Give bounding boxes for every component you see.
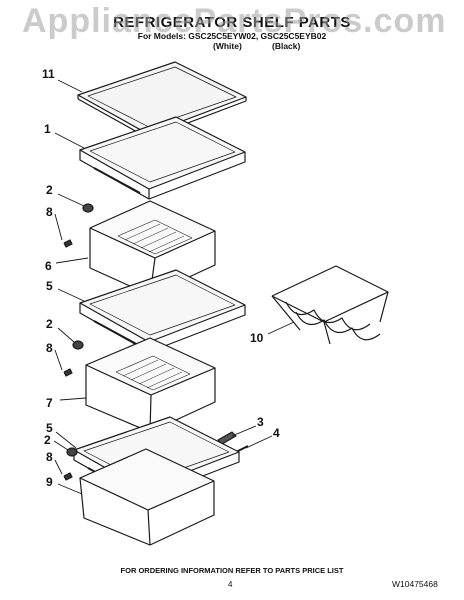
- callout-8-bottom: 8: [46, 450, 53, 464]
- crisper-drawer-lower: [85, 337, 216, 433]
- callout-4: 4: [273, 426, 280, 440]
- callout-6: 6: [45, 259, 52, 273]
- wine-rack: [271, 265, 389, 345]
- callout-5-bottom: 5: [46, 421, 53, 435]
- callout-3: 3: [257, 415, 264, 429]
- callout-9: 9: [46, 475, 53, 489]
- model-numbers: For Models: GSC25C5EYW02, GSC25C5EYB02: [137, 31, 327, 41]
- page-number: 4: [228, 580, 233, 589]
- diagram-title: REFRIGERATOR SHELF PARTS: [113, 14, 351, 31]
- roller-middle: [72, 340, 84, 350]
- callout-2-middle: 2: [46, 317, 53, 331]
- callout-8-upper: 8: [46, 205, 53, 219]
- callout-8-middle: 8: [46, 341, 53, 355]
- callout-10: 10: [250, 331, 264, 345]
- screw-upper: [63, 239, 73, 248]
- document-number: W10475468: [392, 579, 438, 589]
- callout-11: 11: [42, 67, 55, 81]
- roller-bottom: [66, 447, 78, 457]
- roller-upper: [82, 203, 94, 213]
- callout-1: 1: [44, 122, 51, 136]
- callout-5-middle: 5: [46, 279, 53, 293]
- callout-2-upper: 2: [46, 183, 53, 197]
- watermark-logo: AppliancePartsPros.com: [22, 2, 447, 40]
- ordering-note: FOR ORDERING INFORMATION REFER TO PARTS …: [120, 566, 344, 575]
- callout-7: 7: [46, 396, 53, 410]
- callout-2-bottom: 2: [44, 433, 51, 447]
- shelf-frame: [79, 116, 246, 200]
- color-black-label: (Black): [272, 41, 301, 51]
- leader-lines: [53, 79, 295, 495]
- color-white-label: (White): [213, 41, 242, 51]
- shelf-frame-middle: [79, 269, 246, 353]
- pan-drawer-bottom: [79, 448, 215, 546]
- screw-bottom: [63, 472, 73, 481]
- screw-middle: [63, 368, 73, 377]
